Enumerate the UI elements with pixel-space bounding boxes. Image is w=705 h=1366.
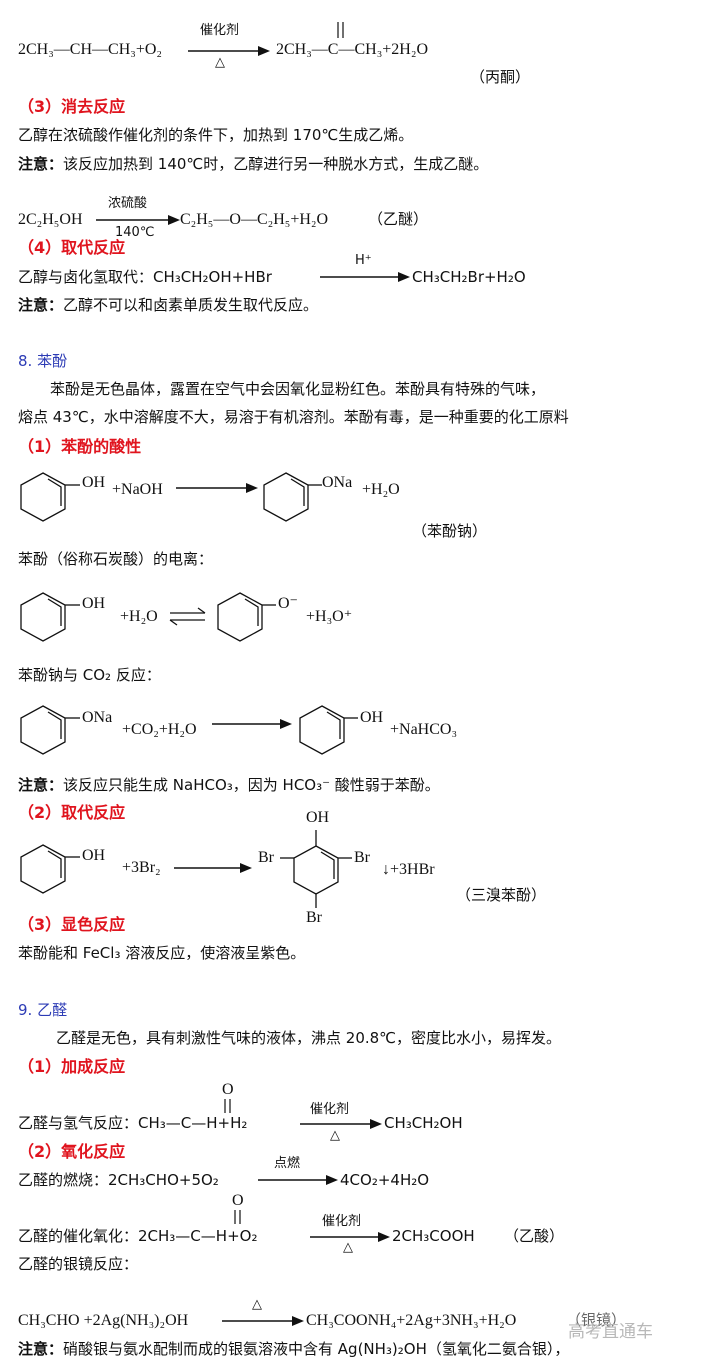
- ethanol-note: 注意：乙醇不可以和卤素单质发生取代反应。: [18, 296, 319, 314]
- cat-left: 乙醛的催化氧化：2CH₃—C—H+O₂: [18, 1227, 258, 1245]
- cat-arrow: [234, 1210, 390, 1242]
- cat-heat: △: [343, 1240, 353, 1255]
- eq1-ona: ONa: [322, 474, 353, 491]
- burn-cond: 点燃: [274, 1156, 301, 1171]
- phenol-title: 8. 苯酚: [18, 352, 68, 370]
- burn-left: 乙醛的燃烧：2CH₃CHO+5O₂: [18, 1171, 219, 1189]
- eq3-ona: ONa: [82, 709, 113, 726]
- phenol-color-text: 苯酚能和 FeCl₃ 溶液反应，使溶液呈紫色。: [18, 944, 306, 962]
- acetaldehyde-ox-heading: （2）氧化反应: [18, 1142, 126, 1161]
- elimination-heading: （3）消去反应: [18, 97, 126, 116]
- h2-right: CH₃CH₂OH: [384, 1114, 463, 1132]
- burn-arrow: [258, 1175, 338, 1185]
- ether-arrow: [96, 215, 180, 225]
- cat-cat: 催化剂: [322, 1214, 362, 1229]
- eq1-reagent: +NaOH: [112, 481, 163, 498]
- h2-cat: 催化剂: [310, 1102, 350, 1117]
- eq2-oh: OH: [82, 595, 106, 612]
- eq1-oh: OH: [82, 474, 106, 491]
- phenol-sub-heading: （2）取代反应: [18, 803, 126, 822]
- h2-heat: △: [330, 1128, 340, 1143]
- eq3-product: +NaHCO₃: [390, 721, 458, 738]
- eq4-br-left: Br: [258, 849, 274, 866]
- acetone-catalyst: 催化剂: [200, 23, 240, 38]
- co2-label: 苯酚钠与 CO₂ 反应：: [18, 666, 161, 684]
- watermark: 高考直通车: [568, 1322, 653, 1342]
- elimination-note: 注意：该反应加热到 140℃时，乙醇进行另一种脱水方式，生成乙醚。: [18, 155, 489, 173]
- eq2-reagent: +H₂O: [120, 608, 158, 625]
- hbr-arrow: [320, 272, 410, 282]
- eq4-oh: OH: [82, 847, 106, 864]
- eq4-br-bottom: Br: [306, 909, 322, 926]
- eq4-top-oh: OH: [306, 809, 330, 826]
- eq2-product: +H₃O⁺: [306, 608, 353, 625]
- eq3-reagent: +CO₂+H₂O: [122, 721, 197, 738]
- cat-right: 2CH₃COOH: [392, 1227, 475, 1245]
- ether-cond-bottom: 140℃: [115, 225, 155, 240]
- eq2-structures: [20, 592, 276, 642]
- acetaldehyde-para: 乙醛是无色，具有刺激性气味的液体，沸点 20.8℃，密度比水小，易挥发。: [56, 1029, 562, 1047]
- silver-name: （银镜）: [566, 1311, 627, 1329]
- h2-arrow: [224, 1099, 382, 1129]
- acetone-name: （丙酮）: [470, 68, 531, 86]
- hbr-right: CH₃CH₂Br+H₂O: [412, 268, 526, 286]
- burn-right: 4CO₂+4H₂O: [340, 1171, 430, 1189]
- hbr-left: 乙醇与卤化氢取代：CH₃CH₂OH+HBr: [18, 268, 272, 286]
- eq3-oh: OH: [360, 709, 384, 726]
- h2-left: 乙醛与氢气反应：CH₃—C—H+H₂: [18, 1114, 248, 1132]
- silver-heat: △: [252, 1297, 262, 1312]
- acetone-right: 2CH₃—C—CH₃+2H₂O: [276, 41, 428, 58]
- eq4-reagent: +3Br₂: [122, 859, 161, 876]
- ether-right: C₂H₅—O—C₂H₅+H₂O: [180, 211, 329, 228]
- silver-label: 乙醛的银镜反应：: [18, 1255, 139, 1273]
- phenol-para1: 苯酚是无色晶体，露置在空气中会因氧化显粉红色。苯酚具有特殊的气味，: [50, 380, 546, 398]
- ether-left: 2C₂H₅OH: [18, 211, 83, 228]
- substitution-heading: （4）取代反应: [18, 238, 126, 257]
- silver-arrow: [222, 1316, 304, 1326]
- eq1-structures: [20, 472, 322, 522]
- phenol-acid-heading: （1）苯酚的酸性: [18, 437, 142, 456]
- eq2-o: O⁻: [278, 595, 298, 612]
- eq1-name: （苯酚钠）: [412, 522, 488, 540]
- silver-left: CH₃CHO +2Ag(NH₃)₂OH: [18, 1312, 189, 1329]
- eq1-water: +H₂O: [362, 481, 400, 498]
- ether-name: （乙醚）: [368, 210, 429, 228]
- phenol-note: 注意：该反应只能生成 NaHCO₃，因为 HCO₃⁻ 酸性弱于苯酚。: [18, 776, 440, 794]
- eq4-product: ↓+3HBr: [382, 861, 435, 878]
- eq3-structures: [20, 705, 358, 755]
- acetaldehyde-title: 9. 乙醛: [18, 1001, 68, 1019]
- acetaldehyde-add-heading: （1）加成反应: [18, 1057, 126, 1076]
- cat-o: O: [232, 1192, 244, 1209]
- hbr-cond: H⁺: [355, 253, 372, 268]
- ionization-label: 苯酚（俗称石炭酸）的电离：: [18, 550, 214, 568]
- eq4-structures: [20, 830, 352, 908]
- elimination-text: 乙醇在浓硫酸作催化剂的条件下，加热到 170℃生成乙烯。: [18, 126, 414, 144]
- silver-note: 注意：硝酸银与氨水配制而成的银氨溶液中含有 Ag(NH₃)₂OH（氢氧化二氨合银…: [18, 1340, 570, 1358]
- acetone-arrow: [188, 22, 344, 56]
- cat-name: （乙酸）: [504, 1227, 565, 1245]
- eq4-name: （三溴苯酚）: [456, 886, 547, 904]
- ether-cond-top: 浓硫酸: [108, 196, 148, 211]
- phenol-para2: 熔点 43℃，水中溶解度不大，易溶于有机溶剂。苯酚有毒，是一种重要的化工原料: [18, 408, 569, 426]
- acetone-heat: △: [215, 55, 225, 70]
- acetone-left: 2CH₃—CH—CH₃+O₂: [18, 41, 162, 58]
- h2-o: O: [222, 1081, 234, 1098]
- eq4-br-right: Br: [354, 849, 370, 866]
- silver-right: CH₃COONH₄+2Ag+3NH₃+H₂O: [306, 1312, 517, 1329]
- phenol-color-heading: （3）显色反应: [18, 915, 126, 934]
